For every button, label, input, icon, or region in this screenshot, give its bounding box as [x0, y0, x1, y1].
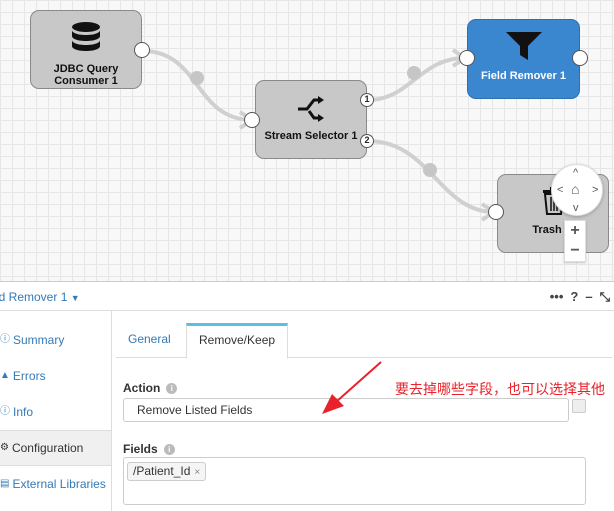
expand-icon[interactable]: ⤡ — [599, 289, 610, 304]
fields-label-text: Fields — [123, 442, 158, 456]
stage-title: ld Remover 1 — [0, 290, 68, 304]
sidebar-item-external-libraries[interactable]: ▤ External Libraries — [0, 466, 111, 502]
output-port[interactable] — [134, 42, 150, 58]
pan-right-icon[interactable]: > — [592, 184, 599, 196]
field-selector-button[interactable] — [572, 399, 586, 413]
config-tabs: General Remove/Keep — [116, 323, 612, 359]
stage-title-dropdown[interactable]: ld Remover 1 ▼ — [0, 290, 80, 304]
zoom-controls: + − — [564, 220, 586, 262]
sidebar-item-summary[interactable]: ⓘ Summary — [0, 322, 111, 358]
input-port[interactable] — [488, 204, 504, 220]
field-chip: /Patient_Id× — [127, 462, 207, 481]
sidebar-item-label: Configuration — [11, 441, 84, 455]
pan-up-icon[interactable]: ^ — [573, 167, 579, 179]
pane-toolbar: ••• ? – ⤡ — [550, 289, 610, 305]
remove-chip-icon[interactable]: × — [194, 467, 201, 478]
more-icon[interactable]: ••• — [549, 289, 564, 304]
node-field-remover[interactable]: Field Remover 1 — [467, 19, 580, 99]
tab-remove-keep[interactable]: Remove/Keep — [186, 323, 289, 359]
gear-icon: ⚙ — [0, 442, 9, 453]
detail-pane-header: ld Remover 1 ▼ ••• ? – ⤡ — [0, 281, 614, 311]
info-icon[interactable]: i — [163, 444, 175, 455]
output-port[interactable] — [572, 50, 588, 66]
action-select[interactable]: Remove Listed Fields — [123, 398, 569, 422]
link-config-icon — [407, 66, 421, 80]
filter-icon — [468, 30, 579, 62]
pipeline-canvas[interactable]: JDBC Query Consumer 1 Stream Selector 1 … — [0, 0, 614, 281]
caret-down-icon: ▼ — [70, 293, 80, 303]
sidebar-item-label: Errors — [12, 369, 46, 383]
node-label: JDBC Query — [53, 63, 119, 75]
sidebar-item-label: External Libraries — [12, 477, 106, 491]
node-label: Trash — [532, 224, 562, 236]
minimize-icon[interactable]: – — [585, 289, 593, 304]
annotation-text: 要去掉哪些字段，也可以选择其他 — [395, 381, 605, 397]
input-port[interactable] — [244, 112, 260, 128]
link-config-icon — [423, 163, 437, 177]
pan-navigator[interactable]: ^ v < > ⌂ — [551, 164, 603, 216]
help-icon[interactable]: ? — [570, 289, 579, 304]
info-icon: ⓘ — [0, 334, 10, 345]
book-icon: ▤ — [0, 478, 10, 489]
action-label-text: Action — [123, 381, 161, 395]
shuffle-icon — [256, 95, 366, 123]
node-label: Field Remover 1 — [481, 70, 566, 82]
sidebar-item-label: Info — [13, 405, 34, 419]
node-label: Stream Selector 1 — [264, 130, 358, 142]
pan-down-icon[interactable]: v — [573, 202, 579, 214]
info-icon[interactable]: i — [166, 383, 178, 394]
node-stream-selector[interactable]: Stream Selector 1 — [255, 80, 367, 159]
warning-icon: ▲ — [0, 370, 10, 381]
sidebar-item-info[interactable]: ⓘ Info — [0, 394, 111, 430]
tab-general[interactable]: General — [128, 332, 171, 346]
node-label: Consumer 1 — [54, 75, 118, 87]
database-icon — [31, 21, 141, 55]
sidebar-item-configuration[interactable]: ⚙ Configuration — [0, 430, 111, 466]
pan-left-icon[interactable]: < — [557, 184, 564, 196]
fields-input[interactable]: /Patient_Id× — [123, 457, 586, 505]
info-icon: ⓘ — [0, 406, 10, 417]
node-jdbc-query-consumer[interactable]: JDBC Query Consumer 1 — [30, 10, 142, 89]
home-icon[interactable]: ⌂ — [571, 181, 580, 197]
detail-sidebar: ⓘ Summary ▲ Errors ⓘ Info ⚙ Configuratio… — [0, 311, 112, 511]
link-config-icon — [190, 71, 204, 85]
field-chip-label: /Patient_Id — [133, 464, 191, 478]
zoom-in-button[interactable]: + — [570, 222, 580, 239]
sidebar-item-label: Summary — [13, 333, 65, 347]
sidebar-item-errors[interactable]: ▲ Errors — [0, 358, 111, 394]
output-port-2[interactable]: 2 — [360, 134, 374, 148]
output-port-1[interactable]: 1 — [360, 93, 374, 107]
input-port[interactable] — [459, 50, 475, 66]
zoom-out-button[interactable]: − — [570, 242, 580, 259]
